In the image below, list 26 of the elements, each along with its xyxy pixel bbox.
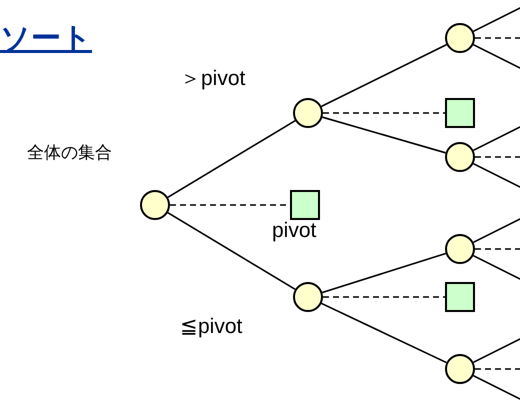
dashed-line [323, 112, 445, 114]
circle-node [293, 282, 323, 312]
branch-label: ≦pivot [180, 316, 242, 337]
circle-node [445, 142, 475, 172]
dashed-line [475, 156, 520, 158]
branch-line [322, 252, 446, 294]
circle-node [445, 234, 475, 264]
dashed-line [475, 248, 520, 250]
branch-line [167, 212, 296, 290]
branch-line [321, 44, 447, 108]
dashed-line [323, 296, 445, 298]
dashed-line [475, 37, 520, 39]
branch-line [167, 120, 296, 198]
square-node [445, 282, 475, 312]
dashed-line [475, 368, 520, 370]
circle-node [445, 354, 475, 384]
branch-label: ＞pivot [180, 68, 246, 89]
branch-line [322, 116, 446, 154]
branch-line [473, 375, 520, 401]
branch-line [321, 302, 447, 364]
circle-node [445, 23, 475, 53]
square-node [445, 98, 475, 128]
circle-node [293, 98, 323, 128]
set-label: 全体の集合 [27, 144, 112, 161]
pivot-label: pivot [272, 220, 316, 241]
title: ソート [0, 24, 92, 54]
